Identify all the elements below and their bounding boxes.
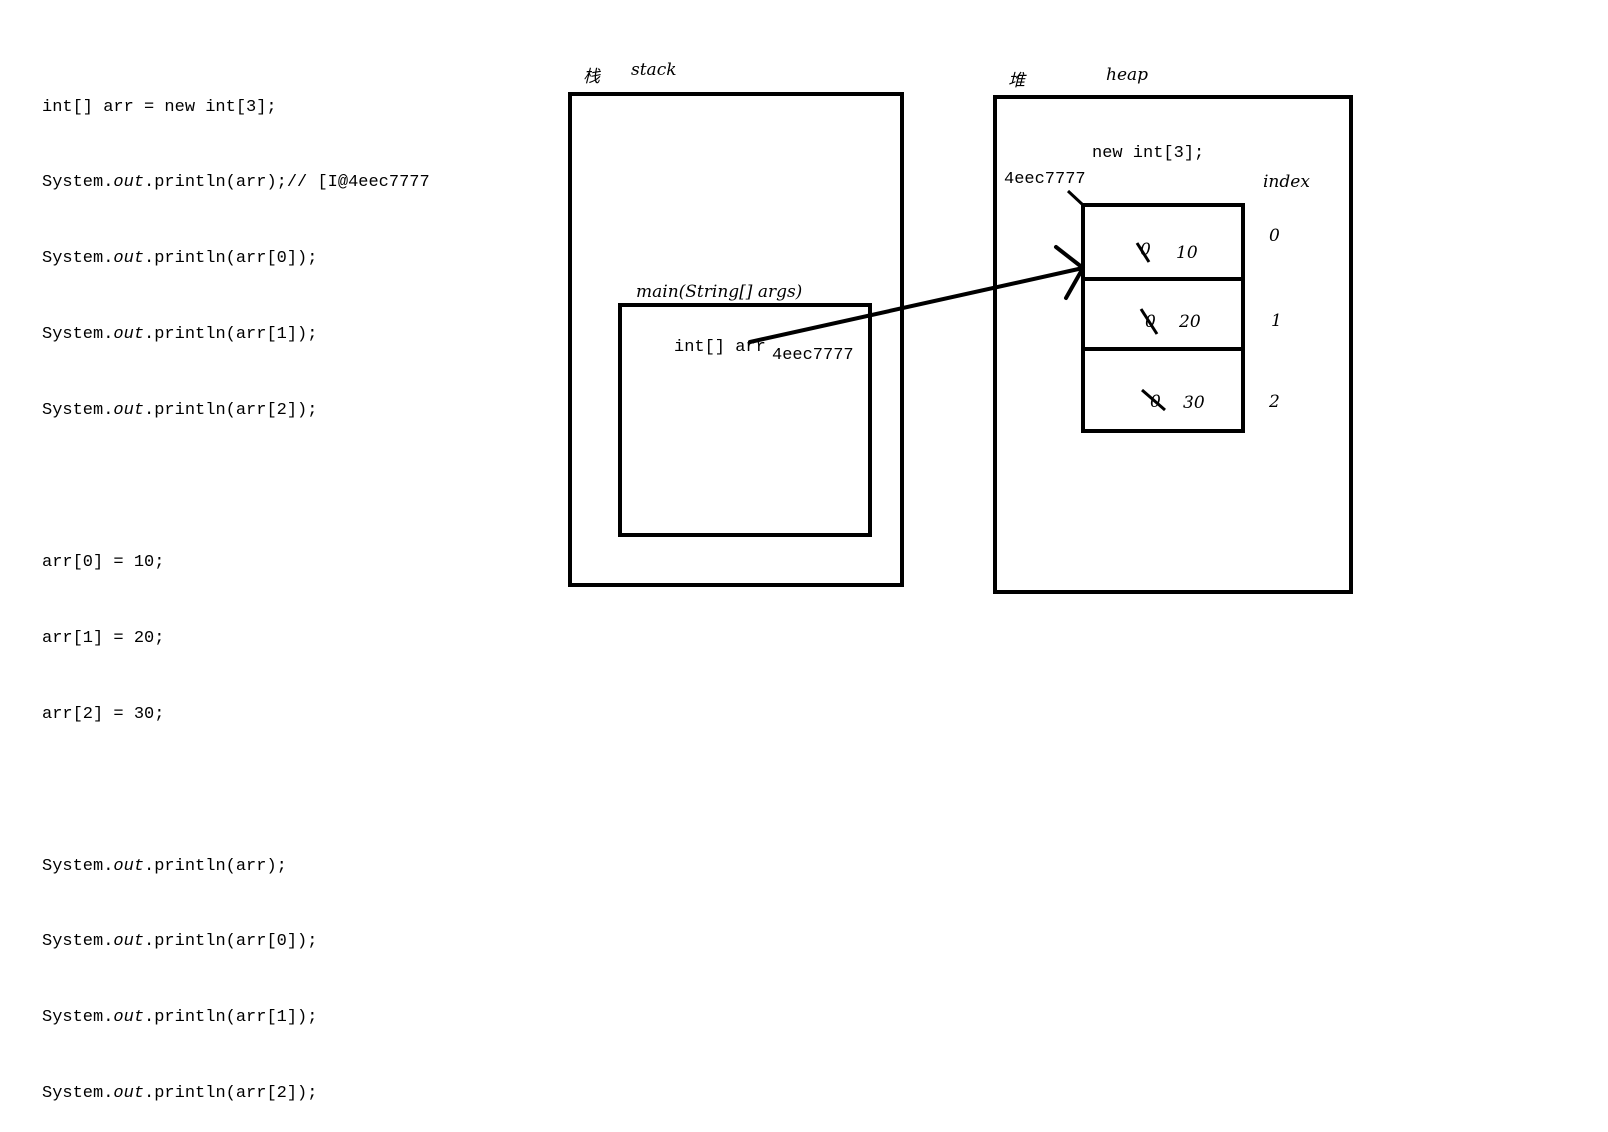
code-out-keyword: out <box>113 249 145 269</box>
code-out-keyword: out <box>113 401 145 421</box>
cell-index: 1 <box>1271 311 1282 331</box>
cell-new-value: 20 <box>1179 312 1201 332</box>
code-line: System.out.println(arr[0]); <box>42 929 430 954</box>
code-out-keyword: out <box>113 325 145 345</box>
cell-new-value: 10 <box>1176 243 1198 263</box>
code-text: .println(arr[2]); <box>144 1084 318 1104</box>
code-text: .println(arr[0]); <box>144 249 318 269</box>
strike-mark <box>1139 308 1159 335</box>
code-line: int[] arr = new int[3]; <box>42 95 430 120</box>
code-line: arr[2] = 30; <box>42 702 430 727</box>
code-text: arr[2] = 30; <box>42 704 165 724</box>
index-label: index <box>1263 172 1310 192</box>
code-out-keyword: out <box>113 932 145 952</box>
cell-index: 2 <box>1269 392 1280 412</box>
code-line: System.out.println(arr); <box>42 854 430 879</box>
array-address: 4eec7777 <box>1004 170 1086 189</box>
code-out-keyword: out <box>113 1084 145 1104</box>
stack-cn-label: 栈 <box>583 67 600 87</box>
cell-old-value: 0 <box>1140 240 1151 260</box>
code-line: System.out.println(arr[1]); <box>42 322 430 347</box>
code-text: System. <box>42 1008 114 1028</box>
strike-mark <box>1141 388 1166 412</box>
code-line: arr[0] = 10; <box>42 550 430 575</box>
code-text: .println(arr[0]); <box>144 932 318 952</box>
strike-mark <box>1135 242 1151 263</box>
code-out-keyword: out <box>113 1008 145 1028</box>
code-text: System. <box>42 173 114 193</box>
stack-label: stack <box>631 60 677 80</box>
code-text: int[] arr = new int[3]; <box>42 97 277 117</box>
array-box <box>1081 203 1245 433</box>
code-text: .println(arr); <box>144 856 287 876</box>
code-text: System. <box>42 1084 114 1104</box>
code-text: System. <box>42 325 114 345</box>
cell-index: 0 <box>1269 226 1280 246</box>
code-text: .println(arr[2]); <box>144 401 318 421</box>
array-variable-label: int[] arr <box>674 338 766 357</box>
code-text: System. <box>42 401 114 421</box>
heap-cn-label: 堆 <box>1008 71 1025 91</box>
new-array-expression: new int[3]; <box>1092 144 1205 163</box>
array-variable-value: 4eec7777 <box>772 346 854 365</box>
code-text: .println(arr[1]); <box>144 325 318 345</box>
cell-old-value: 0 <box>1145 312 1156 332</box>
code-out-keyword: out <box>113 173 145 193</box>
code-line: System.out.println(arr);// [I@4eec7777 <box>42 170 430 195</box>
heap-box <box>993 95 1353 594</box>
code-text: arr[1] = 20; <box>42 628 165 648</box>
code-text: arr[0] = 10; <box>42 552 165 572</box>
reference-arrow-head <box>1054 245 1085 300</box>
cell-new-value: 30 <box>1183 393 1205 413</box>
stack-box <box>568 92 904 587</box>
code-text: .println(arr);// [I@4eec7777 <box>144 173 430 193</box>
code-blank-line <box>42 778 430 803</box>
code-text: .println(arr[1]); <box>144 1008 318 1028</box>
code-out-keyword: out <box>113 856 145 876</box>
heap-label: heap <box>1106 65 1149 85</box>
code-text: System. <box>42 249 114 269</box>
main-frame-box <box>618 303 872 537</box>
cell-old-value: 0 <box>1150 392 1161 412</box>
address-tick <box>1066 189 1085 207</box>
code-text: System. <box>42 856 114 876</box>
code-line: System.out.println(arr[1]); <box>42 1005 430 1030</box>
code-line: System.out.println(arr[2]); <box>42 398 430 423</box>
memory-diagram <box>568 92 1353 594</box>
code-text: System. <box>42 932 114 952</box>
code-line: System.out.println(arr[2]); <box>42 1081 430 1106</box>
code-line: System.out.println(arr[0]); <box>42 246 430 271</box>
main-frame-label: main(String[] args) <box>636 282 803 302</box>
code-line: arr[1] = 20; <box>42 626 430 651</box>
reference-arrow-line <box>748 266 1085 344</box>
